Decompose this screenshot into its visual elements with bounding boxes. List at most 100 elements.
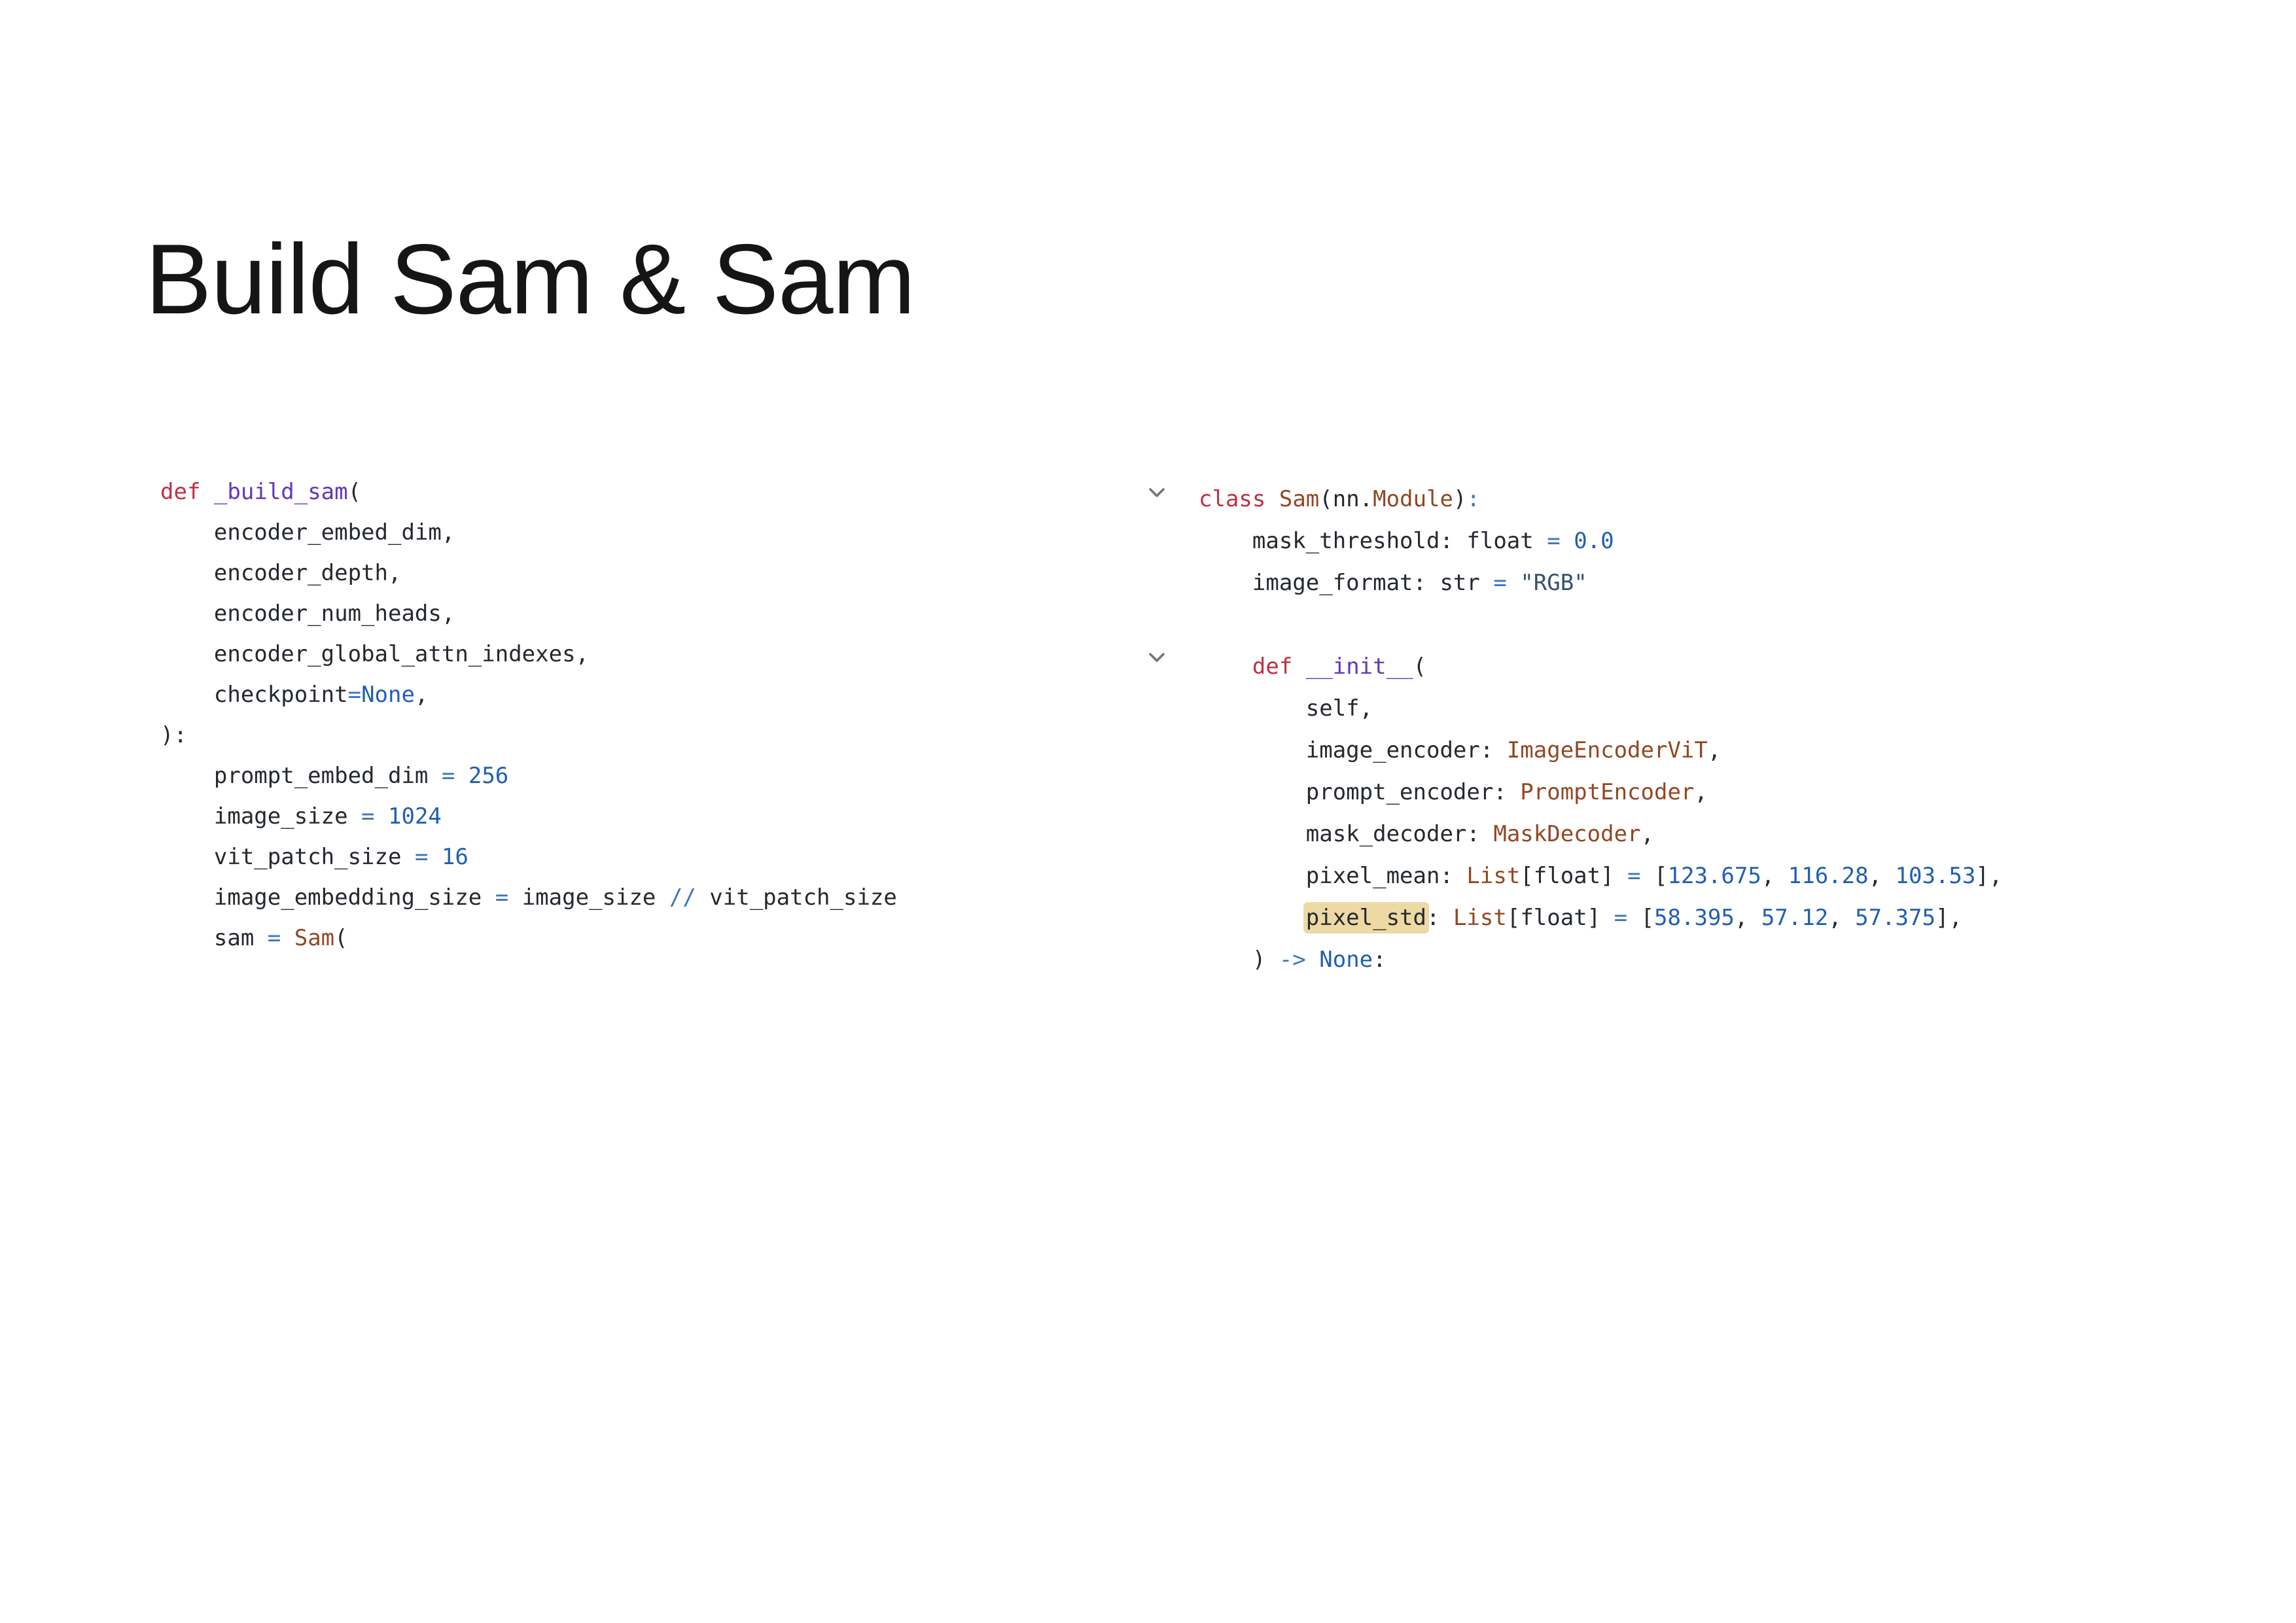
code-token: ], — [1975, 863, 2003, 889]
code-line: mask_decoder: MaskDecoder, — [1199, 813, 2002, 855]
code-line: prompt_encoder: PromptEncoder, — [1199, 771, 2002, 813]
code-token — [1199, 905, 1306, 931]
highlighted-symbol: pixel_std — [1305, 905, 1426, 931]
code-line: encoder_depth, — [160, 553, 897, 593]
code-token: Module — [1373, 486, 1453, 512]
code-line: image_encoder: ImageEncoderViT, — [1199, 729, 2002, 771]
code-token: image_encoder: — [1199, 737, 1507, 763]
slide-title: Build Sam & Sam — [145, 224, 915, 335]
code-line: image_embedding_size = image_size // vit… — [160, 877, 897, 918]
code-panel-build-sam: def _build_sam( encoder_embed_dim, encod… — [160, 472, 897, 958]
code-token: image_size — [508, 884, 669, 911]
code-token: mask_threshold: float — [1199, 528, 1547, 554]
code-token: , — [1640, 821, 1654, 847]
code-token: image_format: str — [1199, 570, 1494, 596]
code-token: vit_patch_size — [160, 844, 415, 870]
code-token — [1306, 947, 1319, 973]
code-token: encoder_embed_dim, — [160, 519, 455, 546]
code-token: Sam — [1279, 486, 1320, 512]
code-token: List — [1453, 905, 1507, 931]
code-token: image_embedding_size — [160, 884, 495, 911]
code-line: mask_threshold: float = 0.0 — [1199, 520, 2002, 562]
code-token — [455, 763, 468, 789]
code-token: MaskDecoder — [1493, 821, 1641, 847]
code-token — [1507, 570, 1520, 596]
code-token: sam — [160, 925, 268, 951]
code-token: = — [1614, 905, 1628, 931]
code-line — [1199, 604, 2002, 646]
code-line: pixel_mean: List[float] = [123.675, 116.… — [1199, 855, 2003, 897]
code-token: = — [361, 803, 375, 829]
code-token — [428, 844, 441, 870]
code-token: class — [1199, 486, 1266, 512]
code-token: 0.0 — [1574, 528, 1614, 554]
code-token: ( — [334, 925, 348, 951]
code-token: , — [1694, 779, 1708, 805]
code-token: 103.53 — [1895, 863, 1976, 889]
code-token: , — [1761, 863, 1788, 889]
code-token: : — [1373, 947, 1386, 973]
code-token: ImageEncoderViT — [1506, 737, 1708, 763]
code-line: encoder_num_heads, — [160, 593, 897, 634]
code-line: def _build_sam( — [160, 472, 897, 512]
code-token: ): — [160, 722, 187, 748]
code-line: pixel_std: List[float] = [58.395, 57.12,… — [1199, 897, 2002, 939]
code-token: ( — [347, 479, 362, 505]
code-token: def — [1252, 654, 1293, 680]
code-token — [1199, 654, 1252, 680]
code-token: = — [267, 925, 281, 951]
code-token: 57.12 — [1761, 905, 1829, 931]
code-token: None — [361, 682, 415, 708]
code-token: [float] — [1506, 905, 1614, 931]
code-line: prompt_embed_dim = 256 — [160, 756, 897, 796]
code-token: -> — [1279, 947, 1306, 973]
fold-chevron-icon[interactable] — [1147, 485, 1167, 500]
code-token: , — [1828, 905, 1856, 931]
code-token: 16 — [441, 844, 468, 870]
code-token: [float] — [1520, 863, 1628, 889]
code-token: encoder_num_heads, — [160, 601, 455, 627]
code-line: encoder_global_attn_indexes, — [160, 634, 897, 674]
code-token: Sam — [294, 925, 335, 951]
code-panel-sam-class: class Sam(nn.Module): mask_threshold: fl… — [1199, 478, 2002, 981]
code-token: __init__ — [1305, 654, 1413, 680]
code-token: ) — [1199, 947, 1279, 973]
code-line: vit_patch_size = 16 — [160, 837, 897, 877]
code-token: prompt_encoder: — [1199, 779, 1521, 805]
code-token: : — [1466, 486, 1480, 512]
code-line: checkpoint=None, — [160, 674, 897, 715]
code-token: self, — [1199, 695, 1373, 722]
code-line: image_format: str = "RGB" — [1199, 562, 2002, 604]
code-line: encoder_embed_dim, — [160, 512, 897, 553]
code-line: sam = Sam( — [160, 918, 897, 958]
code-token: [ — [1627, 905, 1655, 931]
code-token: encoder_depth, — [160, 560, 402, 586]
code-token — [1561, 528, 1574, 554]
code-token: mask_decoder: — [1199, 821, 1494, 847]
code-token: = — [347, 682, 362, 708]
code-token: = — [1627, 863, 1641, 889]
code-line: def __init__( — [1199, 646, 2002, 688]
code-token: = — [495, 884, 509, 911]
code-token: , — [1707, 737, 1722, 763]
code-token: 1024 — [388, 803, 442, 829]
code-token: PromptEncoder — [1520, 779, 1695, 805]
code-token: checkpoint — [160, 682, 348, 708]
code-token: encoder_global_attn_indexes, — [160, 641, 590, 667]
code-token — [281, 925, 294, 951]
code-token: (nn. — [1319, 486, 1373, 512]
code-token: pixel_mean: — [1199, 863, 1467, 889]
code-token: None — [1319, 947, 1373, 973]
code-token: ( — [1413, 654, 1427, 680]
code-token: "RGB" — [1520, 570, 1587, 596]
fold-chevron-icon[interactable] — [1147, 650, 1167, 665]
code-token: = — [414, 844, 429, 870]
code-token — [375, 803, 388, 829]
code-token: ], — [1935, 905, 1962, 931]
code-token: 256 — [468, 763, 509, 789]
code-token: ) — [1453, 486, 1467, 512]
code-token: = — [441, 763, 455, 789]
code-token: [ — [1640, 863, 1668, 889]
code-line: image_size = 1024 — [160, 796, 897, 837]
code-token: def — [160, 479, 201, 505]
